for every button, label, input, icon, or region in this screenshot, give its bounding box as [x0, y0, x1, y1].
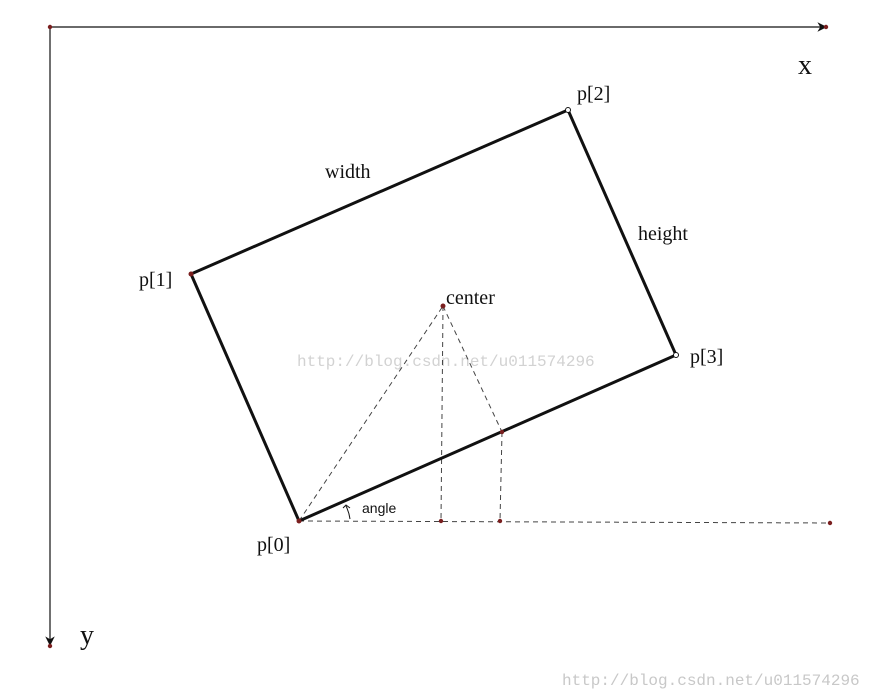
edge-intersection-dot: [499, 429, 505, 435]
labels: p[0] p[1] p[2] p[3] center width height …: [139, 83, 723, 556]
dashed-edge-vertical: [499, 431, 503, 522]
p1-dot: [188, 271, 194, 277]
p0-dot: [296, 518, 302, 524]
dashed-horizontal-baseline: [298, 520, 831, 524]
center-dot: [440, 303, 446, 309]
watermark-corner: http://blog.csdn.net/u011574296: [562, 672, 860, 690]
axes: x y: [45, 22, 829, 651]
label-angle: angle: [362, 500, 396, 516]
x-axis-end-dot: [823, 24, 829, 30]
x-axis-label: x: [798, 50, 812, 81]
label-p1: p[1]: [139, 269, 172, 291]
label-p0: p[0]: [257, 534, 290, 556]
label-center: center: [446, 287, 495, 309]
y-axis-label: y: [80, 620, 94, 651]
label-p3: p[3]: [690, 346, 723, 368]
angle-arc: [345, 505, 351, 520]
p2-dot: [565, 107, 571, 113]
watermark-center: http://blog.csdn.net/u011574296: [297, 353, 595, 371]
baseline-end-dot: [827, 520, 833, 526]
label-p2: p[2]: [577, 83, 610, 105]
construction-lines: [298, 305, 831, 524]
angle-arrow-tip: [342, 504, 351, 509]
y-axis-end-dot: [47, 643, 53, 649]
p3-dot: [673, 352, 679, 358]
rotated-rectangle: [189, 108, 678, 523]
dashed-center-vertical: [440, 305, 444, 522]
label-width: width: [325, 161, 371, 183]
center-projection-dot: [438, 518, 444, 524]
vertex-dots: [188, 107, 833, 526]
dashed-p0-center: [298, 305, 444, 522]
label-height: height: [638, 223, 688, 245]
origin-dot: [47, 24, 53, 30]
edge-projection-dot: [497, 518, 503, 524]
